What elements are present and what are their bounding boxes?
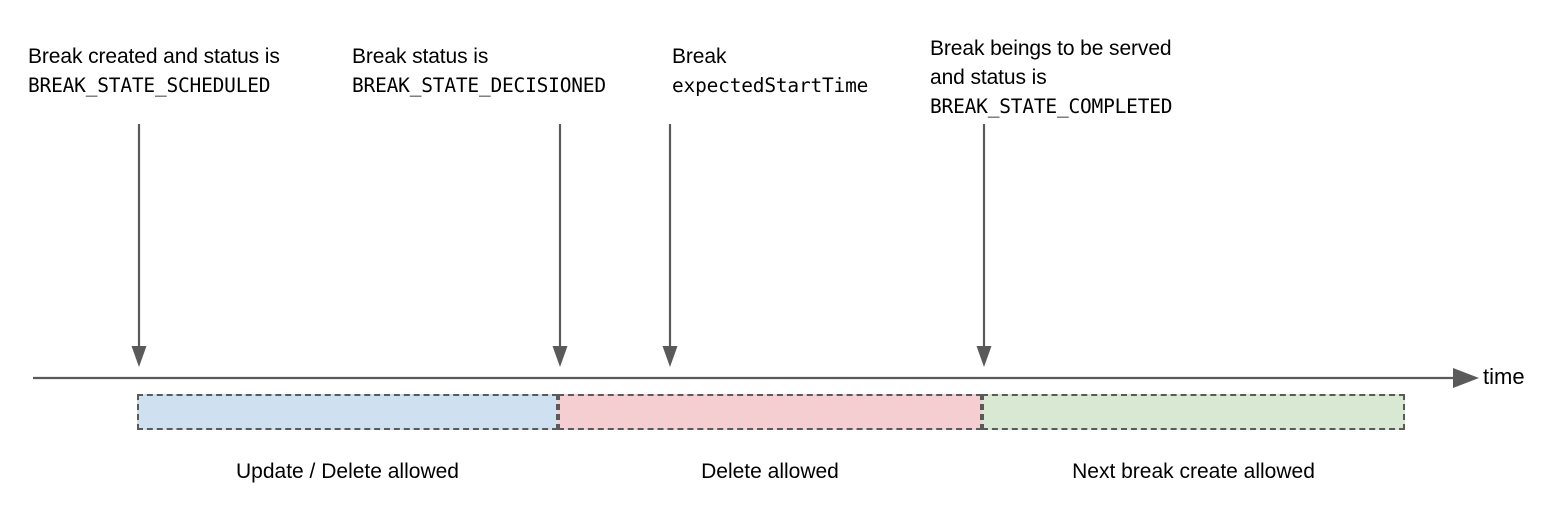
- pointer-arrow-decisioned-icon: [552, 124, 568, 367]
- phase-caption-scheduled: Update / Delete allowed: [236, 460, 459, 483]
- time-axis-label: time: [1483, 364, 1525, 389]
- event-label-line: Break status is: [352, 45, 489, 68]
- time-axis-arrowhead-icon: [1453, 368, 1479, 388]
- event-label-created: Break created and status is BREAK_STATE_…: [28, 42, 280, 100]
- pointer-arrow-completed-icon: [976, 124, 992, 367]
- phase-caption-decisioned: Delete allowed: [701, 460, 839, 483]
- phase-bar-decisioned: [558, 394, 982, 430]
- event-label-line: Break created and status is: [28, 45, 280, 68]
- event-label-line: BREAK_STATE_DECISIONED: [352, 74, 606, 97]
- event-label-line: and status is: [930, 66, 1047, 89]
- phase-caption-completed: Next break create allowed: [1072, 460, 1315, 483]
- phase-bar-completed: [982, 394, 1405, 430]
- time-axis-line: [33, 368, 1479, 388]
- event-label-line: Break beings to be served: [930, 37, 1172, 60]
- event-label-line: Break: [672, 45, 727, 68]
- event-label-line: BREAK_STATE_SCHEDULED: [28, 74, 271, 97]
- event-label-line: expectedStartTime: [672, 74, 869, 97]
- event-label-completed: Break beings to be served and status is …: [930, 34, 1173, 121]
- pointer-arrow-created-icon: [131, 124, 147, 367]
- event-label-expected-start: Break expectedStartTime: [672, 42, 868, 100]
- event-label-line: BREAK_STATE_COMPLETED: [930, 95, 1173, 118]
- event-label-decisioned: Break status is BREAK_STATE_DECISIONED: [352, 42, 606, 100]
- pointer-arrow-expected-start-icon: [662, 124, 678, 367]
- phase-bar-scheduled: [137, 394, 558, 430]
